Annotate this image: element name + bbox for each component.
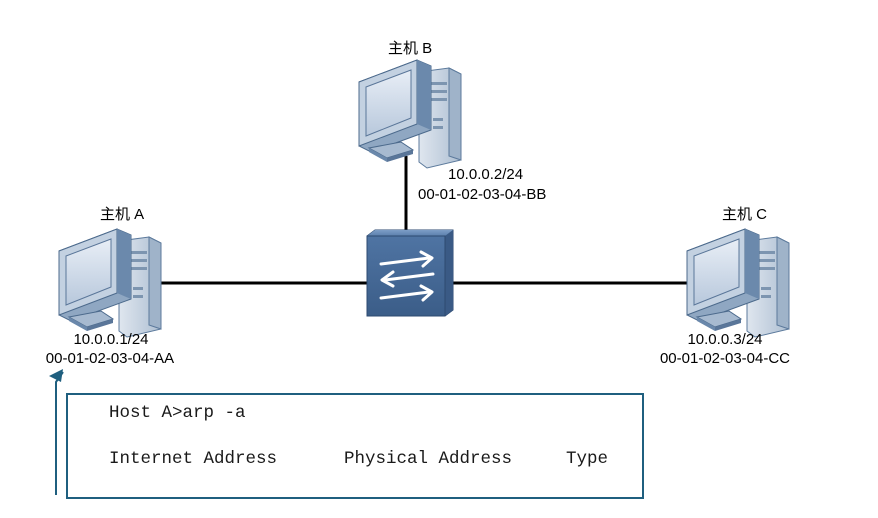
host-c-mac: 00-01-02-03-04-CC	[660, 350, 790, 367]
callout-arrow	[55, 371, 64, 495]
terminal-header-physical-address: Physical Address	[344, 449, 512, 469]
host-c-name: 主机 C	[722, 206, 767, 223]
links	[158, 156, 690, 285]
host-b-mac: 00-01-02-03-04-BB	[418, 186, 546, 203]
host-a-mac: 00-01-02-03-04-AA	[46, 350, 174, 367]
host-b-name: 主机 B	[388, 40, 432, 57]
terminal-command: Host A>arp -a	[109, 403, 246, 423]
host-b-pc-icon	[358, 59, 462, 169]
host-c-ip: 10.0.0.3/24	[687, 331, 762, 348]
callout-arrowhead	[49, 369, 63, 382]
terminal-box	[66, 393, 644, 499]
host-c-pc-icon	[686, 228, 790, 338]
host-a-pc-icon	[58, 228, 162, 338]
terminal-header-type: Type	[566, 449, 608, 469]
host-a-ip: 10.0.0.1/24	[73, 331, 148, 348]
host-b-ip: 10.0.0.2/24	[448, 166, 523, 183]
terminal-header-internet-address: Internet Address	[109, 449, 277, 469]
switch-icon	[366, 229, 454, 317]
host-a-name: 主机 A	[100, 206, 144, 223]
